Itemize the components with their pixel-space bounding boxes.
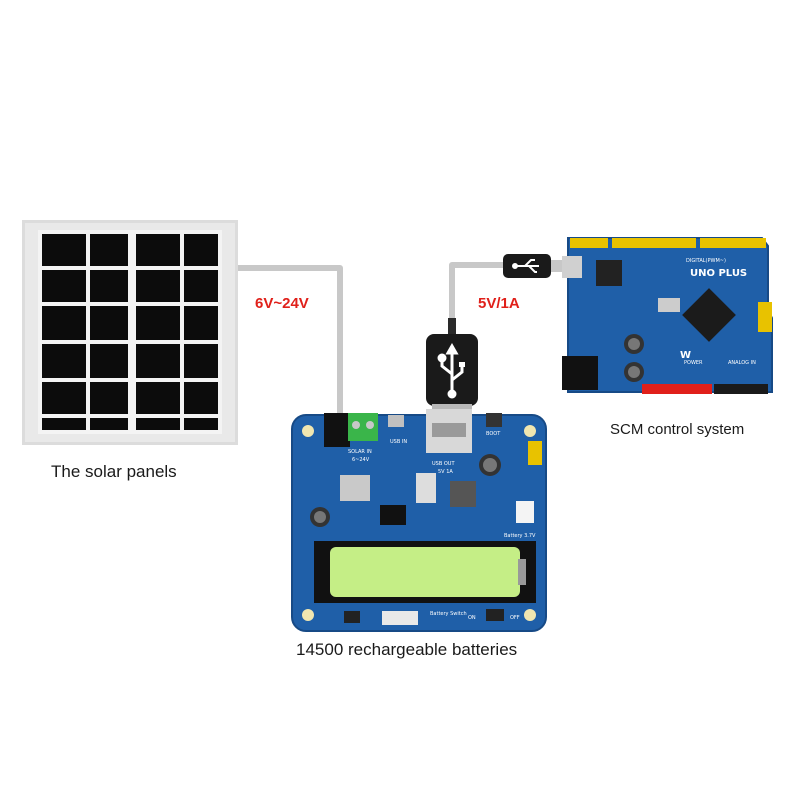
- silk-solar-in: SOLAR IN: [348, 449, 372, 455]
- usb-icon-small: [512, 259, 539, 273]
- usb-icon: [437, 342, 465, 399]
- silk-boot: BOOT: [486, 431, 501, 437]
- silk-usb-out: USB OUT: [432, 461, 455, 467]
- mcu-dc-jack: [562, 356, 598, 390]
- usb-voltage-label: 5V/1A: [478, 295, 520, 312]
- silk-usb-out-rating: 5V 1A: [438, 469, 453, 475]
- battery-cell: [330, 547, 520, 597]
- mcu-analog-label: ANALOG IN: [728, 360, 756, 366]
- silk-usb-in: USB IN: [390, 439, 407, 445]
- mcu-power-label: POWER: [684, 360, 703, 366]
- solar-wire: [235, 265, 343, 425]
- battery-caption: 14500 rechargeable batteries: [296, 640, 518, 659]
- solar-panel: [22, 220, 238, 445]
- usb-a-plug: [426, 318, 478, 418]
- silk-battery-switch: Battery Switch: [430, 611, 467, 617]
- solar-panel-caption: The solar panels: [51, 462, 177, 481]
- micro-usb-plug: [503, 254, 565, 278]
- silk-off: OFF: [510, 615, 520, 621]
- solar-terminal: [348, 413, 378, 441]
- mcu-board: UNO PLUS DIGITAL(PWM~) ANALOG IN POWER W: [562, 237, 773, 394]
- silk-solar-range: 6~24V: [352, 457, 370, 463]
- silk-battery-label: Battery 3.7V: [504, 533, 536, 539]
- usb-in-port: [388, 415, 404, 427]
- scm-caption: SCM control system: [610, 421, 745, 438]
- dc-jack: [324, 413, 350, 447]
- waveshare-logo: W: [680, 350, 691, 361]
- solar-cells: [42, 234, 218, 430]
- power-board: SOLAR IN 6~24V USB IN USB OUT 5V 1A BOOT…: [291, 409, 547, 632]
- mcu-title: UNO PLUS: [690, 268, 747, 279]
- silk-on: ON: [468, 615, 476, 621]
- usb-cable: [449, 262, 510, 330]
- solar-voltage-label: 6V~24V: [255, 295, 309, 312]
- mcu-digital-label: DIGITAL(PWM~): [686, 258, 726, 264]
